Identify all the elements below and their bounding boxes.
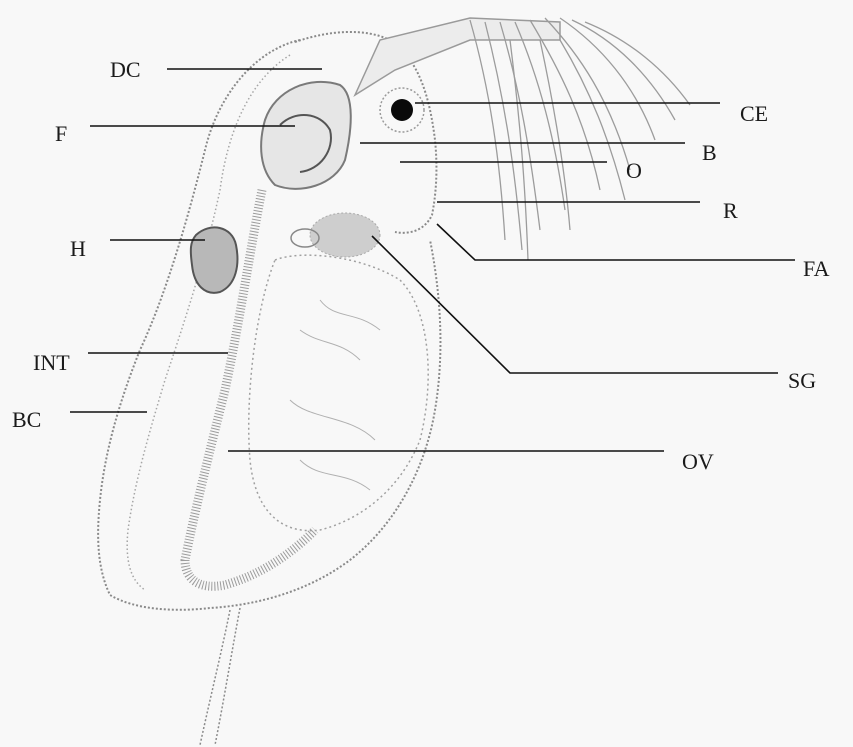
- label-sg: SG: [788, 370, 816, 392]
- label-h: H: [70, 238, 86, 260]
- label-bc: BC: [12, 409, 41, 431]
- label-b: B: [702, 142, 717, 164]
- label-f: F: [55, 123, 67, 145]
- fornix-region: [261, 82, 351, 189]
- label-ce: CE: [740, 103, 768, 125]
- ovary-region: [249, 255, 428, 530]
- label-int: INT: [33, 352, 70, 374]
- label-fa: FA: [803, 258, 830, 280]
- label-r: R: [723, 200, 738, 222]
- label-o: O: [626, 160, 642, 182]
- compound-eye: [391, 99, 413, 121]
- tail-spine: [200, 608, 240, 745]
- label-ov: OV: [682, 451, 714, 473]
- leader-sg: [372, 236, 778, 373]
- antennal-setae: [470, 18, 690, 260]
- heart: [191, 227, 238, 292]
- leader-fa: [437, 224, 795, 260]
- label-dc: DC: [110, 59, 141, 81]
- antenna-base: [355, 18, 560, 95]
- shell-gland: [310, 213, 380, 257]
